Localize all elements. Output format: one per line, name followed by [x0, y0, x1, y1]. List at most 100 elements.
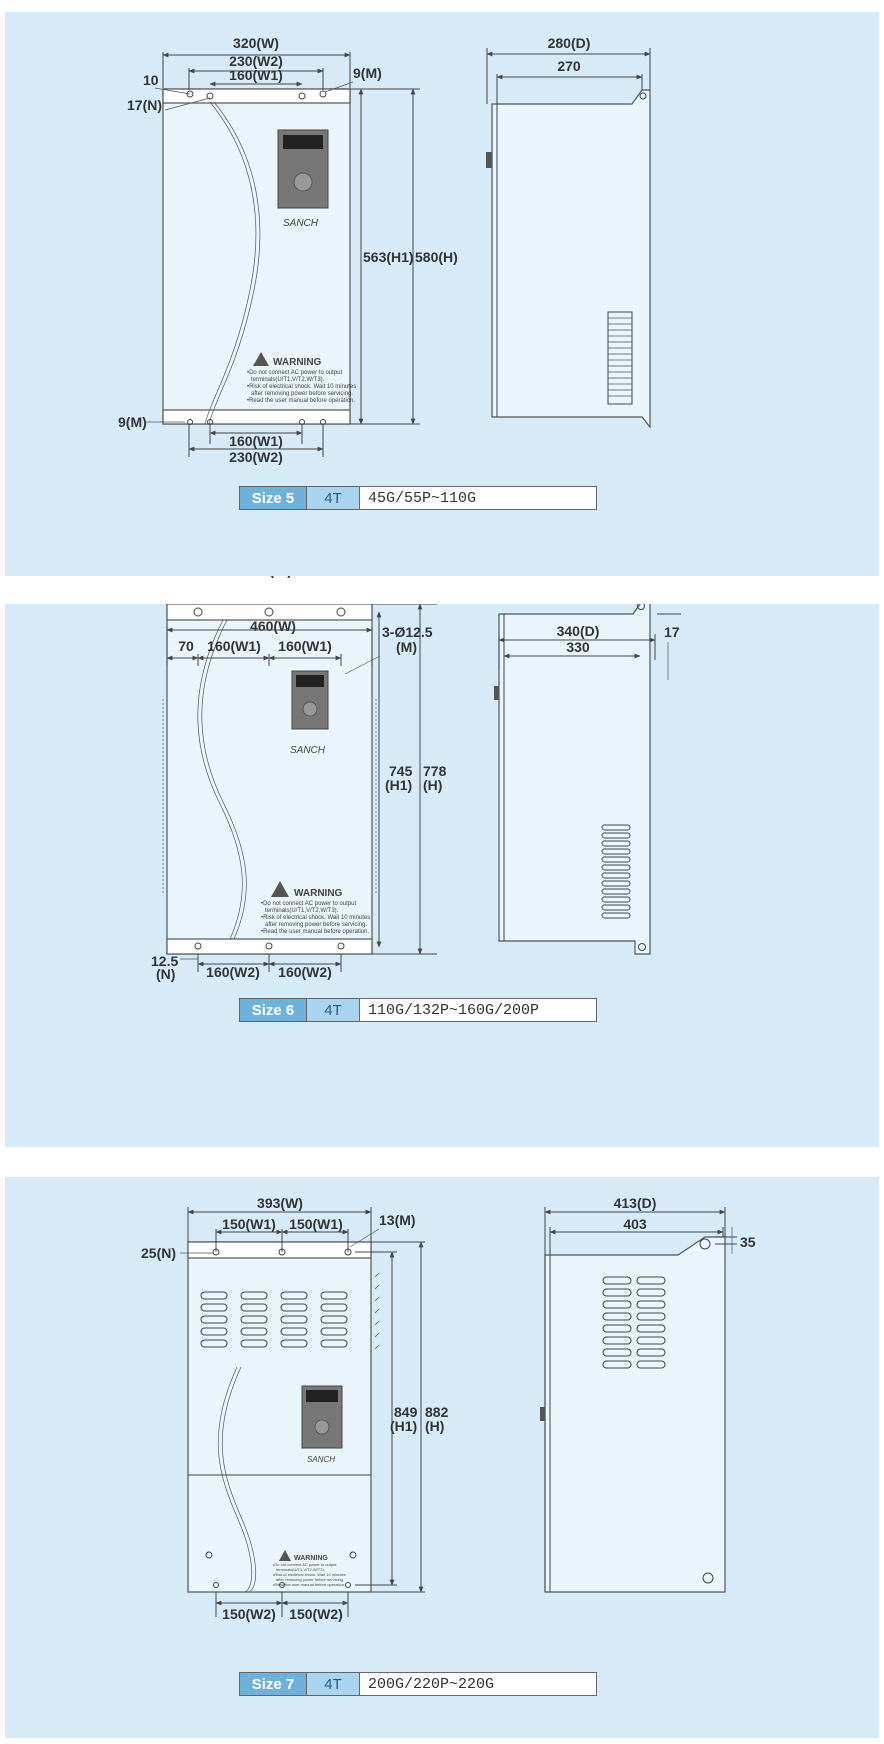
svg-text:563(H1): 563(H1)	[363, 249, 414, 265]
svg-text:17(N): 17(N)	[127, 97, 162, 113]
size5-warning-label: WARNING •Do not connect AC power to outp…	[247, 352, 356, 404]
model-range: 45G/55P~110G	[360, 487, 596, 509]
size6-top-dimensions: 460(W)	[246, 576, 292, 578]
svg-text:160(W1): 160(W1)	[207, 638, 261, 654]
svg-text:after removing power before se: after removing power before servicing.	[251, 391, 353, 397]
svg-text:150(W1): 150(W1)	[222, 1216, 276, 1232]
svg-text:330: 330	[566, 639, 590, 655]
svg-text:WARNING: WARNING	[273, 357, 322, 368]
svg-text:70: 70	[178, 638, 194, 654]
svg-text:after removing power before se: after removing power before servicing.	[265, 922, 367, 928]
size5-front-view: SANCH WARNING •Do not connect AC power t…	[162, 88, 356, 425]
size6-front-dimensions: 745 (H1) 778 (H) 160(W2) 160(W2) 12.5 (N…	[151, 604, 447, 982]
size7-front-dimensions: 393(W) 150(W1) 150(W1) 13(M) 25(N) 849 (…	[141, 1195, 449, 1622]
svg-text:413(D): 413(D)	[614, 1195, 657, 1211]
size6-label: Size 6 4T 110G/132P~160G/200P	[239, 998, 597, 1022]
size6-front-view: SANCH WARNING •Do not connect AC power t…	[162, 604, 377, 955]
svg-text:17: 17	[664, 624, 680, 640]
size6-side-view	[494, 604, 681, 955]
model-range: 110G/132P~160G/200P	[360, 999, 596, 1021]
svg-text:(H): (H)	[423, 777, 442, 793]
size7-panel: SANCH WARNING •Do not connect AC power t…	[5, 1177, 879, 1738]
svg-text:•Read the user manual before o: •Read the user manual before operation.	[261, 929, 370, 935]
size6-brand-logo: SANCH	[290, 745, 326, 756]
size5-side-view: 280(D) 270	[486, 35, 651, 429]
svg-text:3-Ø12.5: 3-Ø12.5	[382, 624, 433, 640]
model-range: 200G/220P~220G	[360, 1673, 596, 1695]
size5-front-dimensions: 320(W) 230(W2) 160(W1) 10 9(M) 17(N) 563…	[118, 35, 458, 465]
svg-text:849: 849	[394, 1404, 418, 1420]
svg-text:150(W1): 150(W1)	[289, 1216, 343, 1232]
svg-text:•Do not connect AC power to ou: •Do not connect AC power to output	[247, 370, 342, 376]
svg-text:403: 403	[623, 1216, 647, 1232]
keypad-icon	[277, 129, 329, 209]
svg-text:270: 270	[557, 58, 581, 74]
svg-text:160(W1): 160(W1)	[229, 67, 283, 83]
svg-text:•Risk of electrical shock. Wai: •Risk of electrical shock. Wait 10 minut…	[261, 915, 370, 921]
size7-label: Size 7 4T 200G/220P~220G	[239, 1672, 597, 1696]
svg-text:(N): (N)	[156, 966, 175, 982]
keypad-icon	[301, 1385, 343, 1449]
svg-text:230(W2): 230(W2)	[229, 449, 283, 465]
size7-side-vents	[602, 1276, 666, 1369]
svg-text:terminals(U/T1,V/T2,W/T3).: terminals(U/T1,V/T2,W/T3).	[265, 908, 339, 914]
size5-label: Size 5 4T 45G/55P~110G	[239, 486, 597, 510]
svg-text:10: 10	[143, 72, 159, 88]
svg-text:160(W2): 160(W2)	[278, 964, 332, 980]
svg-text:after removing power before se: after removing power before servicing.	[276, 1577, 344, 1582]
svg-text:WARNING: WARNING	[294, 888, 343, 899]
dim-460w: 460(W)	[250, 618, 296, 634]
svg-text:•Read the user manual before o: •Read the user manual before operation.	[273, 1582, 345, 1587]
size5-brand-logo: SANCH	[283, 218, 319, 229]
svg-text:160(W2): 160(W2)	[206, 964, 260, 980]
svg-text:•Do not connect AC power to ou: •Do not connect AC power to output	[261, 901, 356, 907]
size7-brand-logo: SANCH	[307, 1455, 335, 1464]
size7-front-vents	[200, 1291, 348, 1348]
svg-text:(H): (H)	[425, 1418, 444, 1434]
voltage-label: 4T	[307, 487, 360, 509]
voltage-label: 4T	[307, 999, 360, 1021]
svg-text:9(M): 9(M)	[353, 65, 382, 81]
size6-warning-label: WARNING •Do not connect AC power to outp…	[261, 881, 370, 935]
size5-panel: SANCH WARNING •Do not connect AC power t…	[5, 12, 879, 576]
size5-vent-slots	[607, 311, 633, 405]
svg-text:(H1): (H1)	[385, 777, 412, 793]
svg-text:•Risk of electrical shock. Wai: •Risk of electrical shock. Wait 10 minut…	[247, 384, 356, 390]
svg-text:160(W1): 160(W1)	[278, 638, 332, 654]
svg-text:terminals(U/T1,V/T2,W/T3).: terminals(U/T1,V/T2,W/T3).	[276, 1567, 325, 1572]
size7-warning-label: WARNING •Do not connect AC power to outp…	[273, 1550, 346, 1587]
voltage-label: 4T	[307, 1673, 360, 1695]
size7-drawing: SANCH WARNING •Do not connect AC power t…	[141, 1195, 756, 1622]
svg-text:•Read the user manual before o: •Read the user manual before operation.	[247, 398, 356, 404]
svg-text:580(H): 580(H)	[415, 249, 458, 265]
size-label: Size 6	[240, 999, 307, 1021]
svg-text:(H1): (H1)	[390, 1418, 417, 1434]
size6-vent-slots	[601, 824, 631, 919]
dim-320w: 320(W)	[233, 35, 279, 51]
svg-text:•Risk of electrical shock. Wai: •Risk of electrical shock. Wait 10 minut…	[273, 1572, 346, 1577]
svg-text:778: 778	[423, 763, 447, 779]
keypad-icon	[291, 670, 329, 730]
svg-text:745: 745	[389, 763, 413, 779]
svg-text:882: 882	[425, 1404, 449, 1420]
size7-side-view: 413(D) 403 35	[540, 1195, 756, 1593]
svg-text:•Do not connect AC power to ou: •Do not connect AC power to output	[273, 1562, 337, 1567]
svg-text:160(W1): 160(W1)	[229, 433, 283, 449]
size5-drawing: SANCH WARNING •Do not connect AC power t…	[118, 35, 651, 465]
svg-text:150(W2): 150(W2)	[289, 1606, 343, 1622]
size6-panel: SANCH WARNING •Do not connect AC power t…	[5, 576, 879, 1147]
size7-front-view: SANCH WARNING •Do not connect AC power t…	[187, 1241, 380, 1593]
svg-text:280(D): 280(D)	[548, 35, 591, 51]
size-label: Size 7	[240, 1673, 307, 1695]
size6-drawing: SANCH WARNING •Do not connect AC power t…	[151, 604, 681, 982]
svg-text:230(W2): 230(W2)	[229, 53, 283, 69]
svg-text:12.5: 12.5	[151, 953, 178, 969]
svg-text:340(D): 340(D)	[557, 623, 600, 639]
size-label: Size 5	[240, 487, 307, 509]
dim-393w: 393(W)	[257, 1195, 303, 1211]
svg-text:150(W2): 150(W2)	[222, 1606, 276, 1622]
svg-text:460(W): 460(W)	[246, 576, 292, 578]
svg-text:WARNING: WARNING	[294, 1555, 328, 1562]
svg-text:25(N): 25(N)	[141, 1245, 176, 1261]
svg-text:13(M): 13(M)	[379, 1212, 416, 1228]
